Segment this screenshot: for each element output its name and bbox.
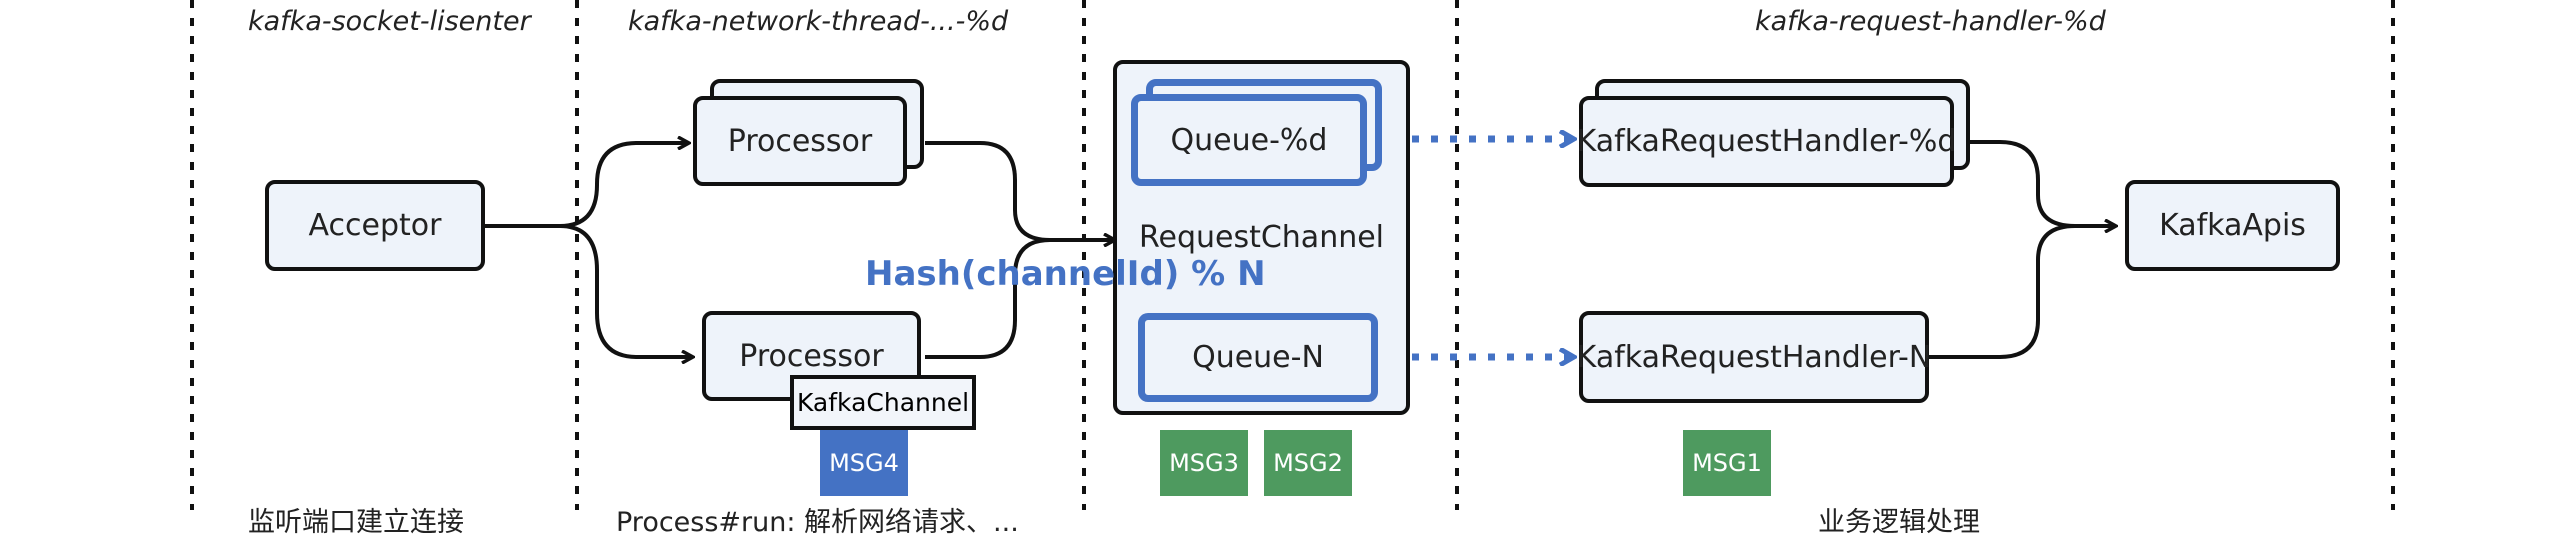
processor-top-box: Processor (693, 96, 907, 186)
msg3-tag: MSG3 (1160, 430, 1248, 496)
msg4-tag: MSG4 (820, 430, 908, 496)
kafka-apis-box: KafkaApis (2125, 180, 2340, 271)
section-title-request-handler: kafka-request-handler-%d (1755, 6, 2106, 37)
handler-n-to-apis-arrow (1927, 224, 2076, 359)
handler-n-box: KafkaRequestHandler-N (1577, 311, 1931, 403)
processor-top-to-request-channel-arrow (925, 141, 1114, 240)
acceptor-to-processor-bottom-arrow (559, 224, 692, 357)
caption-request-handler: 业务逻辑处理 (1818, 507, 1980, 538)
processor-bottom-to-request-channel-arrow (925, 238, 1051, 359)
section-title-network-thread: kafka-network-thread-...-%d (628, 6, 1009, 37)
acceptor-to-processor-top-arrow (485, 143, 688, 228)
hash-annotation: Hash(channelId) % N (865, 254, 1266, 294)
queue-d-box: Queue-%d (1131, 94, 1367, 186)
request-channel-label: RequestChannel (1138, 220, 1385, 255)
acceptor-box: Acceptor (265, 180, 485, 271)
handler-d-box: KafkaRequestHandler-%d (1577, 96, 1956, 187)
queue-n-box: Queue-N (1138, 313, 1378, 402)
section-title-socket-listener: kafka-socket-lisenter (248, 6, 531, 37)
caption-network-thread: Process#run: 解析网络请求、... (616, 507, 1019, 538)
msg1-tag: MSG1 (1683, 430, 1771, 496)
msg2-tag: MSG2 (1264, 430, 1352, 496)
handler-d-to-apis-arrow (1967, 140, 2115, 226)
kafka-channel-box: KafkaChannel (790, 375, 976, 430)
caption-socket-listener: 监听端口建立连接 (248, 507, 464, 538)
